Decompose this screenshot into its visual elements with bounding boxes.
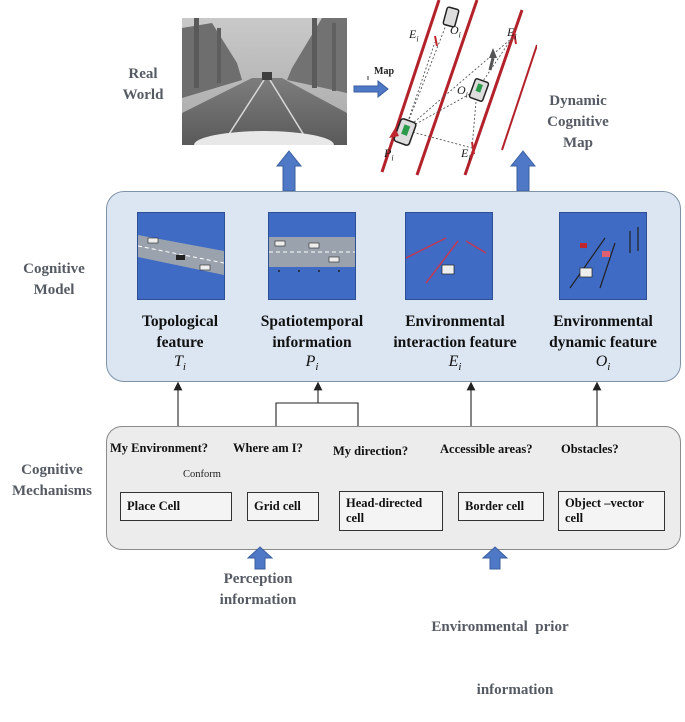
map-label: Map — [374, 66, 394, 77]
feature-title-line1: Environmental — [553, 313, 653, 330]
spatiotemporal-image — [268, 212, 356, 300]
question-accessible-areas: Accessible areas? — [440, 442, 533, 456]
dynamic-map-line2: Cognitive — [547, 114, 609, 130]
map-symbol-e-top: Ei — [409, 27, 419, 44]
question-obstacles: Obstacles? — [561, 442, 619, 456]
feature-title-line1: Spatiotemporal — [260, 313, 364, 330]
feature-title-line2: dynamic feature — [549, 334, 657, 351]
feature-topological: Topological feature Ti — [116, 311, 244, 373]
dynamic-cognitive-map-label: Dynamic Cognitive Map — [528, 91, 628, 154]
topological-road-graphic — [137, 235, 225, 275]
feature-environmental-interaction: Environmental interaction feature Ei — [380, 311, 530, 373]
map-symbol-p: Pi — [384, 146, 394, 163]
question-my-direction: My direction? — [333, 444, 409, 458]
perception-information-label: Perception information — [198, 569, 318, 611]
head-directed-cell-box: Head-directed cell — [339, 491, 443, 531]
dynamic-map-line1: Dynamic — [549, 93, 607, 109]
feature-symbol: Ti — [174, 353, 186, 374]
real-world-label: Real World — [108, 64, 178, 106]
feature-title-line2: information — [272, 334, 352, 351]
question-my-environment: My Environment? — [110, 441, 209, 455]
env-prior-line1: Environmental prior — [431, 619, 569, 635]
up-arrow-env-prior — [482, 546, 508, 570]
border-cell-box: Border cell — [458, 492, 544, 521]
map-symbol-o-mid: Oi — [457, 83, 468, 100]
head-directed-line1: Head-directed — [346, 496, 423, 510]
feature-symbol: Ei — [448, 353, 462, 374]
object-vector-cell-box: Object –vector cell — [558, 491, 665, 531]
conform-label: Conform — [183, 469, 221, 480]
cognitive-mechanisms-line2: Mechanisms — [12, 483, 92, 499]
road-photo-graphic — [182, 18, 347, 145]
dynamic-map-line3: Map — [563, 135, 593, 151]
feature-title-line1: Environmental — [405, 313, 505, 330]
topological-feature-image — [137, 212, 225, 300]
object-vector-line1: Object –vector — [565, 496, 644, 510]
environmental-interaction-image — [405, 212, 493, 300]
cognitive-mechanisms-label: Cognitive Mechanisms — [0, 460, 104, 502]
perception-line2: information — [219, 592, 297, 608]
environmental-prior-information-label: Environmental prior information — [400, 575, 600, 722]
map-arrow — [353, 76, 389, 99]
object-vector-line2: cell — [565, 511, 584, 525]
environmental-dynamic-image — [559, 212, 647, 300]
feature-title-line2: interaction feature — [393, 334, 517, 351]
map-symbol-e-bottom: Ei — [461, 146, 471, 163]
question-where-am-i: Where am I? — [233, 441, 303, 455]
environmental-interaction-graphic — [405, 237, 487, 284]
feature-symbol: Pi — [305, 353, 319, 374]
up-arrow-perception — [247, 546, 273, 570]
head-directed-line2: cell — [346, 511, 365, 525]
perception-line1: Perception — [223, 571, 293, 587]
env-prior-line2: information — [476, 682, 554, 698]
spatiotemporal-road-graphic — [269, 237, 355, 272]
feature-spatiotemporal: Spatiotemporal information Pi — [243, 311, 381, 373]
environmental-dynamic-graphic — [569, 227, 639, 289]
grid-cell-box: Grid cell — [247, 492, 319, 521]
feature-title-line2: feature — [156, 334, 204, 351]
real-world-photo — [182, 18, 347, 145]
cognitive-mechanisms-line1: Cognitive — [21, 462, 83, 478]
map-symbol-e-right: Ei — [507, 25, 517, 42]
real-world-line1: Real — [128, 66, 158, 82]
dynamic-map-graphic — [380, 0, 537, 176]
feature-symbol: Oi — [595, 353, 611, 374]
cognitive-model-line2: Model — [33, 282, 75, 298]
cognitive-model-line1: Cognitive — [23, 261, 85, 277]
place-cell-box: Place Cell — [120, 492, 232, 521]
cognitive-model-label: Cognitive Model — [6, 259, 102, 301]
real-world-line2: World — [122, 87, 164, 103]
feature-environmental-dynamic: Environmental dynamic feature Oi — [532, 311, 674, 373]
map-symbol-o-top: Oi — [450, 23, 461, 40]
feature-title-line1: Topological — [141, 313, 219, 330]
